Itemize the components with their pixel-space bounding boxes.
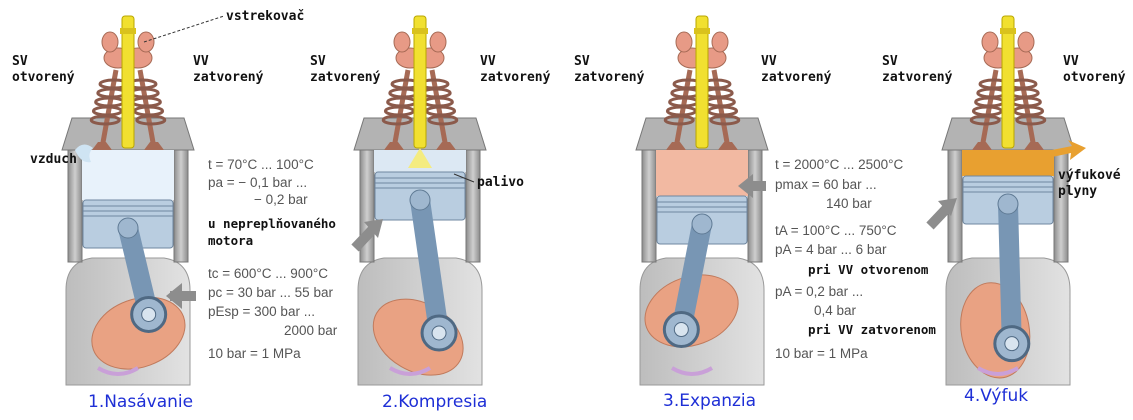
caption-exhaust: 4.Výfuk	[964, 386, 1028, 406]
injector-collar	[694, 28, 710, 34]
label-vv-3: VV	[761, 54, 777, 69]
injector-leader	[144, 16, 224, 42]
injector-exhaust	[1002, 16, 1014, 148]
piston-pin-compression	[410, 190, 430, 210]
exhaust-temp: tA = 100°C ... 750°C	[775, 222, 897, 240]
rocker-cap	[102, 32, 118, 52]
rocker-cap	[430, 32, 446, 52]
label-air: vzduch	[30, 152, 77, 167]
label-vv-1-state: zatvorený	[193, 70, 263, 85]
label-exhaust-gas: výfukové	[1058, 168, 1121, 183]
label-sv-4-state: zatvorený	[882, 70, 952, 85]
label-sv-3-state: zatvorený	[574, 70, 644, 85]
crank-pin-hub	[674, 323, 688, 337]
exhaust-pressure-1: pA = 4 bar ... 6 bar	[775, 241, 886, 259]
label-sv-1: SV	[12, 54, 28, 69]
label-vv-1: VV	[193, 54, 209, 69]
label-vv-4: VV	[1063, 54, 1079, 69]
label-sv-4: SV	[882, 54, 898, 69]
exhaust-pressure-2: pA = 0,2 bar ...	[775, 283, 863, 301]
intake-pressure-2: − 0,2 bar	[254, 191, 308, 209]
compression-pressure: pc = 30 bar ... 55 bar	[208, 284, 333, 302]
label-exhaust-gas-2: plyny	[1058, 184, 1097, 199]
caption-compression: 2.Kompresia	[382, 392, 487, 412]
label-vv-2-state: zatvorený	[480, 70, 550, 85]
crank-pin-hub	[1005, 337, 1019, 351]
compression-peak-1: pEsp = 300 bar ...	[208, 303, 315, 321]
expansion-temp: t = 2000°C ... 2500°C	[775, 156, 903, 174]
exhaust-pressure-2-note: pri VV zatvorenom	[808, 322, 936, 337]
rocker-cap	[394, 32, 410, 52]
rocker-cap	[712, 32, 728, 52]
label-sv-2: SV	[310, 54, 326, 69]
rocker-cap	[1018, 32, 1034, 52]
compression-peak-2: 2000 bar	[284, 322, 337, 340]
crank-pin-hub	[432, 326, 446, 340]
label-vv-4-state: otvorený	[1063, 70, 1126, 85]
caption-expansion: 3.Expanzia	[663, 391, 756, 411]
label-sv-3: SV	[574, 54, 590, 69]
rocker-cap	[138, 32, 154, 52]
exhaust-pressure-1-note: pri VV otvorenom	[808, 262, 928, 277]
expansion-pmax-2: 140 bar	[826, 195, 872, 213]
label-sv-2-state: zatvorený	[310, 70, 380, 85]
intake-note-1: u nepreplňovaného	[208, 216, 336, 231]
injector-collar	[412, 28, 428, 34]
compression-unit: 10 bar = 1 MPa	[208, 345, 301, 363]
rocker-cap	[676, 32, 692, 52]
piston-pin-exhaust	[998, 194, 1018, 214]
exhaust-pressure-2b: 0,4 bar	[814, 302, 856, 320]
engine-intake	[62, 16, 195, 385]
compression-temp: tc = 600°C ... 900°C	[208, 265, 328, 283]
combustion-chamber-expansion	[656, 150, 748, 196]
cylinder-wall-right-expansion	[748, 150, 762, 262]
injector-collar	[1000, 28, 1016, 34]
injector-collar	[120, 28, 136, 34]
engine-expansion	[635, 16, 768, 385]
crank-pin-hub	[142, 307, 156, 321]
cylinder-wall-right-intake	[174, 150, 188, 262]
label-fuel: palivo	[477, 175, 524, 190]
cylinder-wall-right-compression	[466, 150, 480, 262]
caption-intake: 1.Nasávanie	[88, 392, 193, 412]
intake-note-2: motora	[208, 233, 253, 248]
intake-temp: t = 70°C ... 100°C	[208, 156, 314, 174]
connecting-rod-exhaust	[1008, 204, 1012, 344]
label-vv-3-state: zatvorený	[761, 70, 831, 85]
label-sv-1-state: otvorený	[12, 70, 75, 85]
label-vv-2: VV	[480, 54, 496, 69]
expansion-unit: 10 bar = 1 MPa	[775, 345, 868, 363]
rocker-cap	[982, 32, 998, 52]
injector-expansion	[696, 16, 708, 148]
combustion-chamber-intake	[82, 150, 174, 200]
arrow-exhaust-pre	[930, 207, 948, 226]
expansion-pmax-1: pmax = 60 bar ...	[775, 176, 877, 194]
engine-exhaust	[942, 16, 1074, 385]
label-injector: vstrekovač	[226, 9, 304, 24]
piston-pin-intake	[118, 218, 138, 238]
piston-pin-expansion	[692, 214, 712, 234]
combustion-chamber-exhaust	[962, 150, 1054, 176]
cylinder-wall-left-expansion	[642, 150, 656, 262]
injector-compression	[414, 16, 426, 148]
cylinder-wall-right-exhaust	[1054, 150, 1068, 262]
injector-intake	[122, 16, 134, 148]
intake-pressure-1: pa = − 0,1 bar ...	[208, 174, 307, 192]
